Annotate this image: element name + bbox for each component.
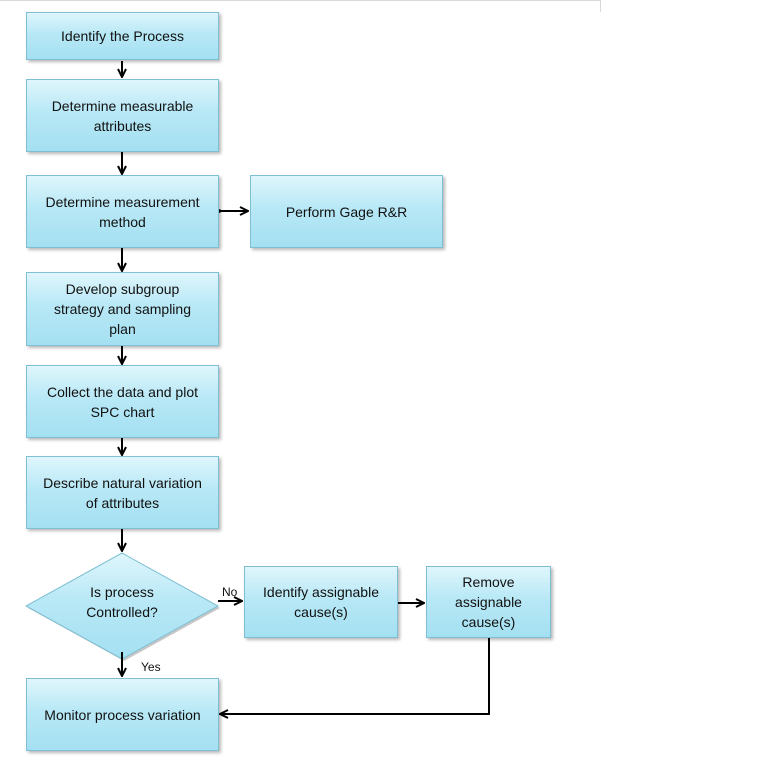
node-determine-attributes: Determine measurable attributes (26, 79, 219, 152)
arrow-remove-to-monitor (220, 638, 490, 714)
node-remove-cause: Remove assignable cause(s) (426, 566, 551, 638)
edge-label-no: No (222, 585, 238, 599)
frame-line-top (0, 0, 600, 1)
node-identify-process: Identify the Process (26, 12, 219, 60)
node-develop-subgroup: Develop subgroup strategy and sampling p… (26, 272, 219, 346)
node-determine-method: Determine measurement method (26, 175, 219, 248)
node-collect-data: Collect the data and plot SPC chart (26, 365, 219, 438)
frame-line-right (600, 0, 601, 12)
node-identify-cause: Identify assignable cause(s) (244, 566, 398, 638)
decision-label: Is process Controlled? (86, 584, 158, 620)
node-gage-rr: Perform Gage R&R (250, 175, 443, 248)
node-describe-variation: Describe natural variation of attributes (26, 456, 219, 529)
node-monitor: Monitor process variation (26, 678, 219, 751)
edge-label-yes: Yes (141, 660, 161, 674)
